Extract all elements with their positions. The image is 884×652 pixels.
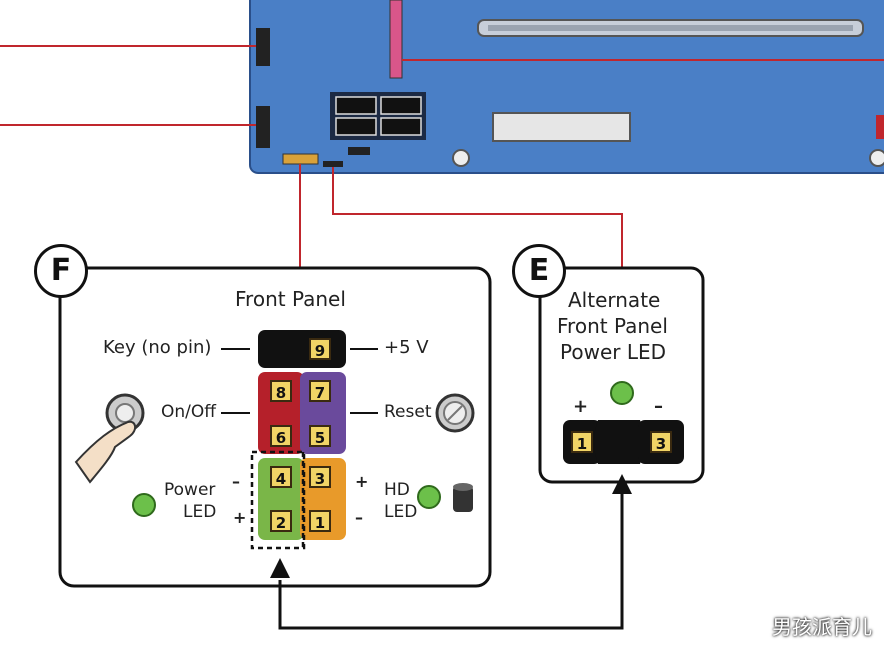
pin-1: 1 bbox=[309, 510, 331, 532]
pin-3: 3 bbox=[309, 466, 331, 488]
board-component bbox=[876, 115, 884, 139]
power-button-icon bbox=[74, 393, 145, 484]
pin-5: 5 bbox=[309, 425, 331, 447]
hd-led-icon bbox=[417, 485, 441, 509]
pin-2: 2 bbox=[270, 510, 292, 532]
alt-panel-title-2: Front Panel bbox=[557, 314, 668, 338]
front-panel-badge: F bbox=[34, 244, 88, 298]
hd-led-label-2: LED bbox=[384, 502, 418, 522]
hd-led-label: HD bbox=[384, 480, 410, 500]
reset-button-icon bbox=[435, 393, 475, 433]
sata-ports bbox=[330, 92, 426, 140]
front-panel-title: Front Panel bbox=[235, 287, 346, 311]
power-led-plus: + bbox=[233, 508, 247, 527]
alt-power-led-icon bbox=[610, 381, 634, 405]
arrow-head bbox=[612, 474, 632, 494]
header-left-top bbox=[256, 28, 270, 66]
hd-led-plus: + bbox=[355, 472, 369, 491]
connection-line bbox=[278, 490, 624, 630]
small-header bbox=[348, 147, 370, 155]
alt-panel-title-3: Power LED bbox=[560, 340, 667, 364]
wire-to-alt-panel bbox=[332, 167, 623, 268]
alt-panel-title-1: Alternate bbox=[568, 288, 661, 312]
key-label: Key (no pin) bbox=[103, 337, 212, 358]
onoff-label: On/Off bbox=[161, 402, 216, 422]
alt-minus: – bbox=[654, 396, 663, 417]
watermark: 男孩派育儿 bbox=[772, 615, 872, 639]
atx-power-connector bbox=[492, 112, 631, 142]
pin-4: 4 bbox=[270, 466, 292, 488]
header-strip bbox=[389, 0, 403, 79]
reset-label: Reset bbox=[384, 402, 432, 422]
pin-7: 7 bbox=[309, 380, 331, 402]
hard-drive-icon bbox=[453, 483, 473, 512]
alt-pin-1: 1 bbox=[571, 431, 593, 453]
screw-hole-icon bbox=[869, 149, 884, 167]
front-panel-connector bbox=[250, 330, 346, 550]
hd-led-minus: – bbox=[355, 508, 363, 527]
alt-pin-3: 3 bbox=[650, 431, 672, 453]
alt-plus: + bbox=[573, 396, 589, 417]
plus5v-label: +5 V bbox=[384, 337, 429, 358]
pin-6: 6 bbox=[270, 425, 292, 447]
pin-8: 8 bbox=[270, 380, 292, 402]
alt-led-header-board bbox=[323, 161, 343, 167]
front-panel-header-board bbox=[282, 153, 319, 165]
screw-hole-icon bbox=[452, 149, 470, 167]
power-led-minus: – bbox=[232, 472, 240, 491]
pin-9: 9 bbox=[309, 338, 331, 360]
power-led-icon bbox=[132, 493, 156, 517]
power-led-label-2: LED bbox=[183, 502, 217, 522]
power-led-label: Power bbox=[164, 480, 216, 500]
memory-slot-groove bbox=[488, 25, 853, 31]
arrow-head bbox=[270, 558, 290, 578]
alt-panel-badge: E bbox=[512, 244, 566, 298]
header-left-bottom bbox=[256, 106, 270, 148]
